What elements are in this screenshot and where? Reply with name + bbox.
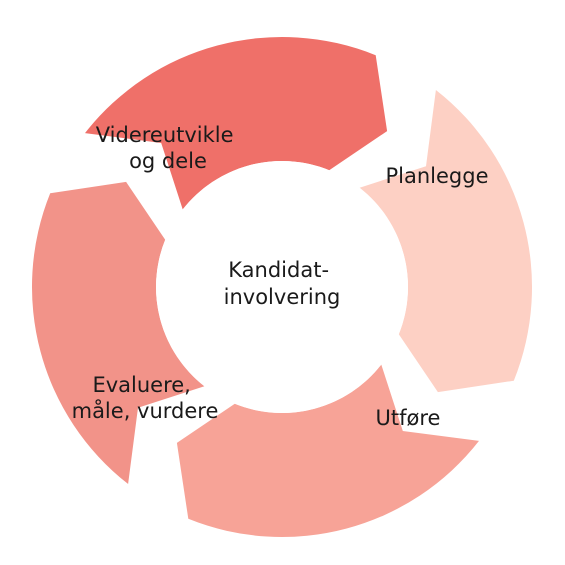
center-label: Kandidat- involvering [224,258,341,309]
label-evaluere-line-2: måle, vurdere [72,398,219,423]
segment-videreutvikle [85,36,388,210]
label-utfore-line-1: Utføre [376,406,441,430]
segment-utfore [176,364,479,538]
label-videreutvikle-line-2: og dele [129,149,207,173]
label-videreutvikle-line-1: Videreutvikle [96,123,234,147]
center-label-line-2: involvering [224,285,341,309]
segment-layer [31,36,533,538]
label-utfore: Utføre [376,406,441,430]
center-label-line-1: Kandidat- [228,258,329,282]
center-circle [156,161,408,413]
segment-planlegge [359,90,533,393]
segment-evaluere [31,181,205,484]
label-videreutvikle: Videreutvikle og dele [96,123,241,173]
label-evaluere-line-1: Evaluere, [92,373,190,397]
label-planlegge-line-1: Planlegge [385,164,488,188]
label-planlegge: Planlegge [385,164,488,188]
label-evaluere: Evaluere, måle, vurdere [72,373,219,423]
